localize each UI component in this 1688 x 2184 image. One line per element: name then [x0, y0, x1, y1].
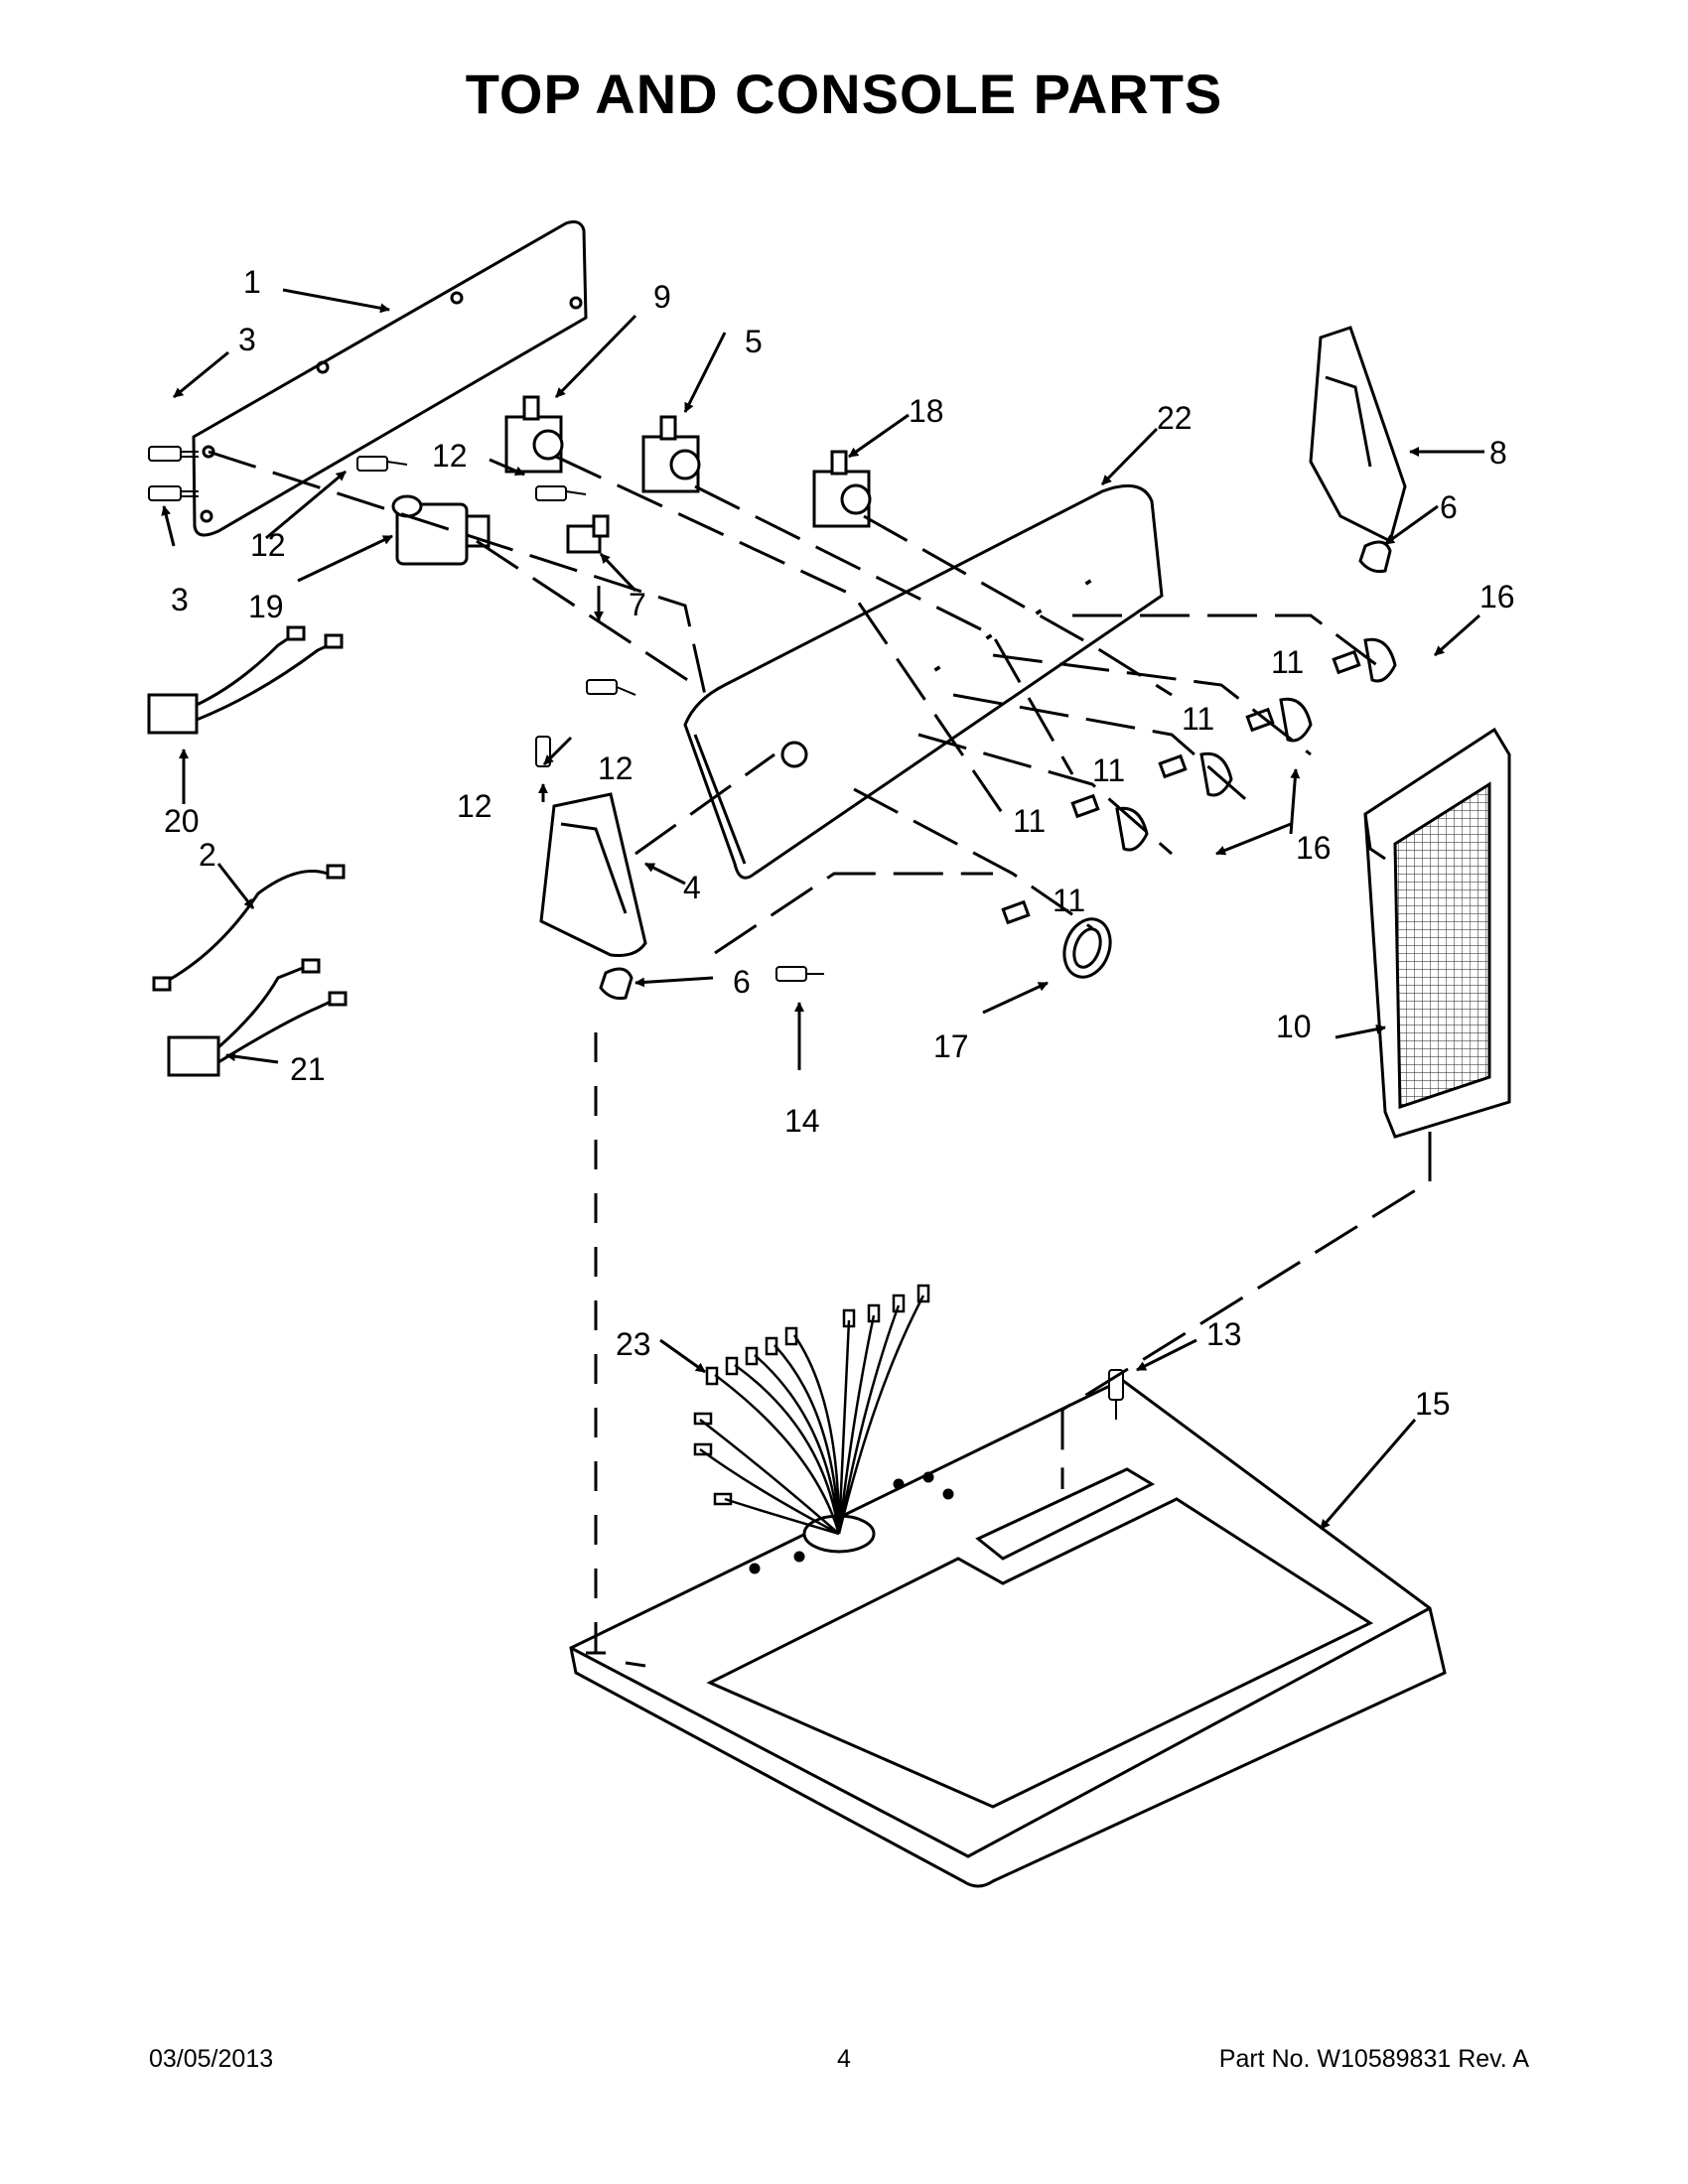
callout-leaders [161, 288, 1484, 1530]
callout-15: 15 [1415, 1386, 1451, 1422]
callout-11-a: 11 [1271, 644, 1304, 680]
console-part-22 [683, 483, 1164, 880]
console-rear-panel [192, 220, 588, 537]
switch-part-5 [641, 415, 701, 493]
callout-20: 20 [164, 803, 200, 839]
dryer-top-part-15 [569, 1378, 1447, 1888]
callout-2: 2 [199, 837, 216, 873]
callout-12-mid: 12 [432, 438, 468, 474]
callout-21: 21 [290, 1051, 326, 1087]
callout-11-d: 11 [1013, 803, 1046, 839]
screw-part-12-c [586, 679, 636, 696]
callout-8: 8 [1489, 435, 1507, 471]
callout-11-e: 11 [1053, 883, 1085, 918]
page-title: TOP AND CONSOLE PARTS [465, 63, 1223, 125]
callout-11-c: 11 [1092, 752, 1125, 788]
screw-part-3-bottom [148, 485, 199, 501]
callout-12-lower: 12 [457, 788, 492, 824]
callout-1: 1 [243, 264, 261, 300]
callout-4: 4 [683, 870, 701, 905]
callout-12-screw: 12 [598, 751, 633, 786]
screw-part-3-top [148, 446, 199, 462]
callout-18: 18 [909, 393, 944, 429]
clip-part-6-bottom [599, 967, 633, 1000]
footer-page-number: 4 [837, 2045, 851, 2073]
cam-group-part-11 [1001, 649, 1361, 925]
harness-part-20 [147, 625, 344, 735]
callout-6-top: 6 [1440, 489, 1458, 525]
switch-clip-part-7 [566, 514, 610, 554]
screw-part-12-a [356, 456, 408, 472]
switch-part-18 [812, 450, 872, 528]
screw-part-12-b [535, 485, 587, 501]
callout-5: 5 [745, 324, 763, 359]
lint-screen-part-10 [1363, 727, 1511, 1139]
harness-part-2 [152, 864, 346, 992]
knob-part-17 [1062, 917, 1112, 979]
callout-9: 9 [653, 279, 671, 315]
callout-labels: 1 3 3 12 19 12 7 9 5 18 22 8 6 16 11 11 … [164, 264, 1515, 1422]
callout-11-b: 11 [1182, 701, 1214, 737]
knob-group-part-16 [1115, 637, 1397, 852]
callout-7: 7 [629, 587, 646, 622]
screw-part-14 [775, 966, 824, 982]
callout-3-top: 3 [238, 322, 256, 357]
callout-22: 22 [1157, 400, 1193, 436]
end-cap-part-4 [539, 792, 647, 957]
callout-10: 10 [1276, 1009, 1312, 1044]
callout-6-bottom: 6 [733, 964, 751, 1000]
callout-14: 14 [784, 1103, 820, 1139]
timer-part-19 [391, 494, 491, 566]
switch-part-9 [504, 395, 564, 474]
callout-23: 23 [616, 1326, 651, 1362]
clip-part-6-top [1358, 540, 1392, 573]
callout-16-top: 16 [1479, 579, 1515, 614]
callout-13: 13 [1206, 1316, 1242, 1352]
callout-17: 17 [933, 1028, 969, 1064]
wire-harness-part-23 [693, 1284, 930, 1536]
callout-3-bottom: 3 [171, 582, 189, 617]
assembly-guide-lines [208, 450, 1432, 1668]
bracket-part-8 [1309, 326, 1407, 544]
callout-12-left: 12 [250, 527, 286, 563]
footer-part-number: Part No. W10589831 Rev. A [1218, 2045, 1529, 2073]
callout-16-bottom: 16 [1296, 830, 1332, 866]
footer-date: 03/05/2013 [149, 2045, 274, 2073]
callout-19: 19 [248, 589, 284, 624]
